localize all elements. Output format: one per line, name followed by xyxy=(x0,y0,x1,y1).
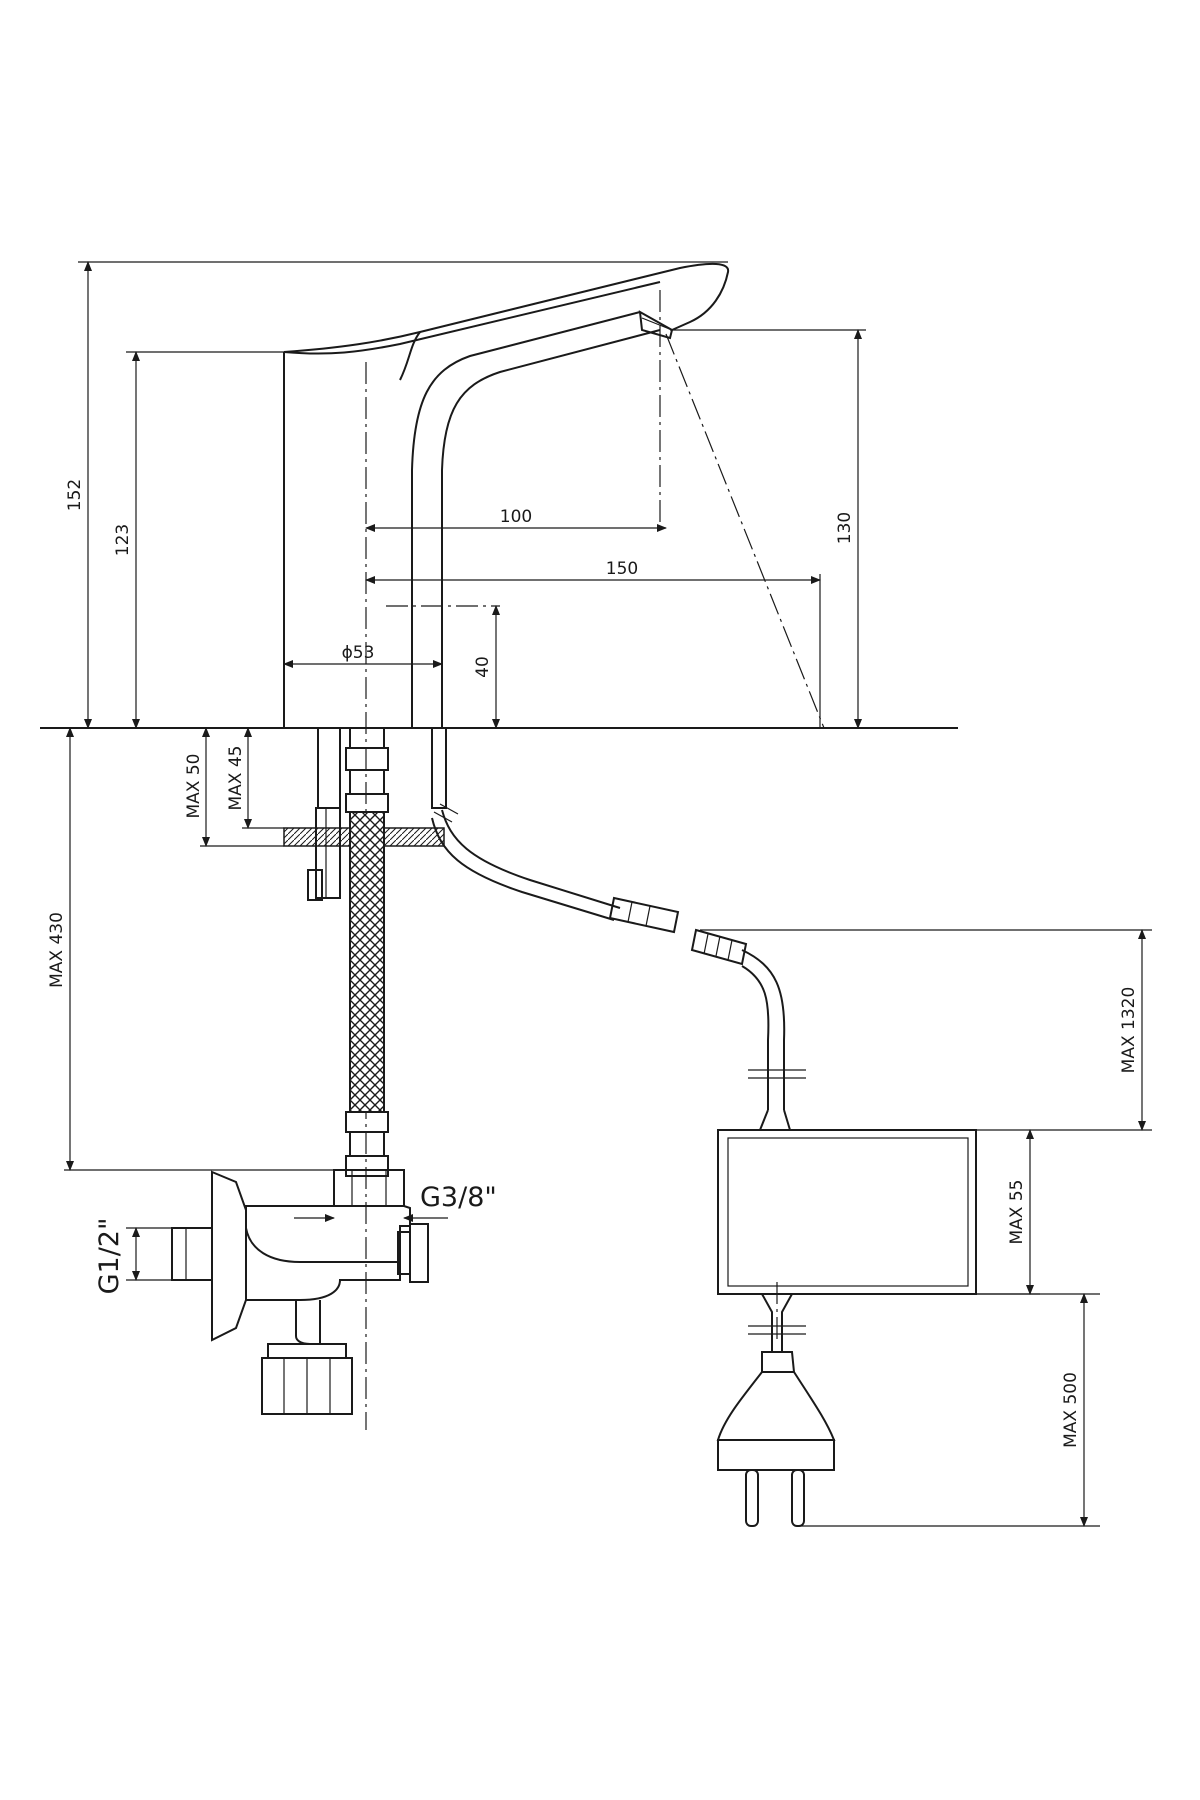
dim-40: 40 xyxy=(473,605,500,729)
dim-150: 150 xyxy=(365,559,821,728)
power-supply-box xyxy=(717,1129,977,1295)
dim-max430-label: MAX 430 xyxy=(47,912,67,988)
dim-g38-label: G3/8" xyxy=(420,1182,497,1213)
dim-max430: MAX 430 xyxy=(47,727,346,1171)
dim-150-label: 150 xyxy=(606,559,638,579)
dim-max1320: MAX 1320 xyxy=(700,929,1152,1131)
sensor-center-line xyxy=(665,333,825,729)
dim-max55: MAX 55 xyxy=(976,1129,1040,1295)
dim-130: 130 xyxy=(670,329,866,729)
dim-diameter-label: ϕ53 xyxy=(342,643,375,663)
dim-max500-label: MAX 500 xyxy=(1061,1372,1081,1448)
dim-max50-label: MAX 50 xyxy=(184,754,204,819)
dim-max55-label: MAX 55 xyxy=(1007,1180,1027,1245)
braided-hose xyxy=(345,727,389,1177)
dim-100-label: 100 xyxy=(500,507,532,527)
dim-152: 152 xyxy=(65,261,728,729)
dim-g38: G3/8" xyxy=(294,1182,497,1222)
dim-130-label: 130 xyxy=(835,512,855,544)
dim-max45-label: MAX 45 xyxy=(226,746,246,811)
dim-max500: MAX 500 xyxy=(798,1293,1100,1527)
sensor-cable xyxy=(431,803,806,1131)
plug-cable xyxy=(716,1282,836,1527)
dim-100: 100 xyxy=(365,507,667,532)
dim-40-label: 40 xyxy=(473,656,493,678)
dim-g12: G1/2" xyxy=(94,1218,172,1295)
dim-152-label: 152 xyxy=(65,479,85,511)
angle-valve xyxy=(171,1169,429,1415)
dim-max45: MAX 45 xyxy=(226,727,284,829)
dim-max1320-label: MAX 1320 xyxy=(1119,987,1139,1074)
faucet-body xyxy=(283,262,730,728)
dim-123: 123 xyxy=(113,351,284,729)
dim-123-label: 123 xyxy=(113,524,133,556)
dim-g12-label: G1/2" xyxy=(94,1218,125,1295)
dim-diameter-53: ϕ53 xyxy=(283,643,443,668)
dim-max50: MAX 50 xyxy=(184,727,284,847)
